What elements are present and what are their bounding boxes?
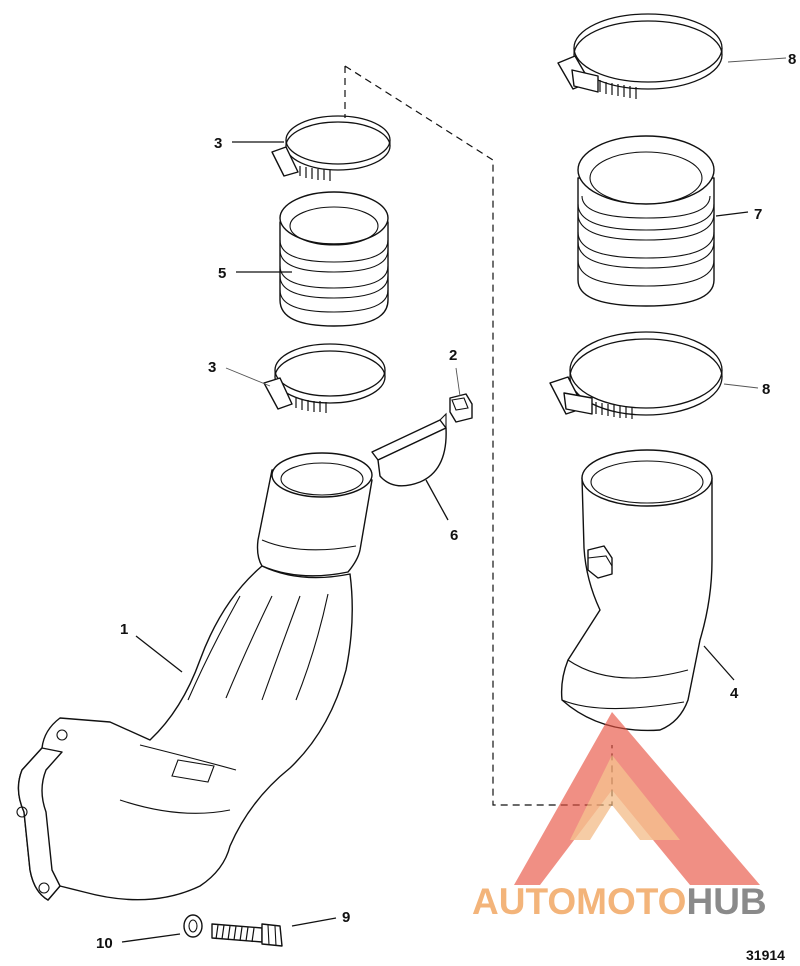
callout-4: 4 (730, 685, 739, 702)
rubber-grommet (449, 393, 473, 423)
watermark-logo (514, 712, 760, 885)
hose-clamp-lower-right (549, 331, 723, 419)
callout-1: 1 (120, 621, 128, 638)
exhaust-elbow-tube (560, 449, 713, 732)
cover-plate (371, 412, 447, 487)
callout-8-lower: 8 (762, 381, 770, 398)
hose-clamp-lower-left (263, 343, 386, 413)
callout-8-top: 8 (788, 51, 796, 68)
callout-10: 10 (96, 935, 113, 952)
exhaust-elbow-housing (16, 452, 373, 901)
callout-6: 6 (450, 527, 458, 544)
watermark-inner-icon (570, 755, 680, 840)
callout-3-upper: 3 (214, 135, 222, 152)
callout-2: 2 (449, 347, 457, 364)
hose-clamp-top-right (557, 13, 723, 99)
callout-9: 9 (342, 909, 350, 926)
callout-5: 5 (218, 265, 226, 282)
assembly-dashed-line (344, 65, 613, 806)
callout-3-lower: 3 (208, 359, 216, 376)
watermark-part-automoto: AUTOMOTO (472, 881, 686, 922)
figure-number: 31914 (746, 947, 785, 963)
bellows-large (577, 135, 715, 307)
bellows-small (279, 191, 389, 327)
bolt (211, 923, 283, 947)
hose-clamp-upper-left (271, 115, 391, 181)
watermark-text: AUTOMOTOHUB (472, 881, 767, 922)
watermark-part-hub: HUB (686, 881, 766, 922)
callout-7: 7 (754, 206, 762, 223)
washer (183, 914, 203, 938)
